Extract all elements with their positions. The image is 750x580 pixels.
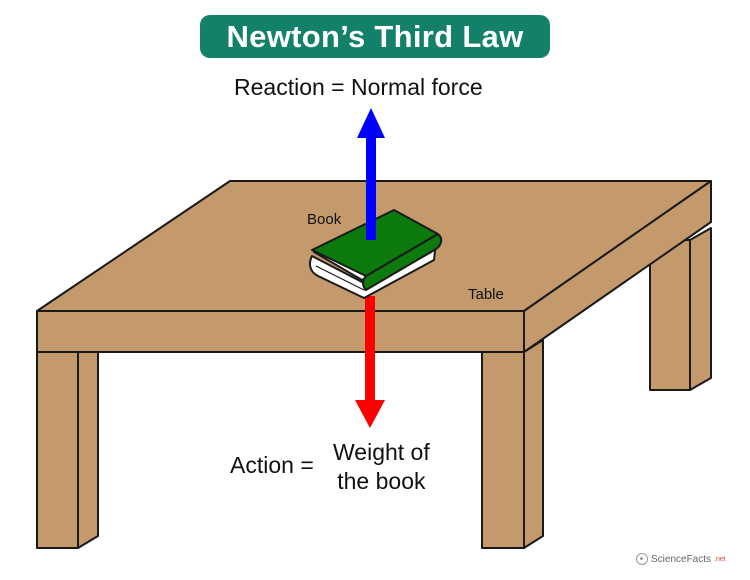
table-leg-front-right: [481, 339, 544, 549]
table-leg-front-left: [36, 351, 99, 549]
table-top-side-edge: [523, 180, 712, 353]
reaction-arrow: [357, 108, 385, 240]
brand-tld: .net: [714, 555, 726, 563]
brand-name: ScienceFacts: [651, 553, 712, 565]
table-leg-back-right: [649, 227, 712, 391]
atom-icon: [636, 553, 648, 565]
action-arrow: [355, 296, 385, 428]
title-badge: Newton’s Third Law: [200, 15, 550, 58]
diagram-title: Newton’s Third Law: [226, 18, 524, 54]
table-label: Table: [468, 286, 504, 303]
table-top-front-edge: [36, 310, 525, 353]
weight-label-line2: the book: [337, 468, 426, 494]
weight-label: Weight of the book: [333, 438, 430, 496]
book-label: Book: [307, 211, 342, 228]
book-icon: [309, 209, 443, 299]
reaction-label: Reaction = Normal force: [234, 74, 483, 100]
action-label: Action =: [230, 452, 314, 478]
weight-label-line1: Weight of: [333, 439, 430, 465]
brand-watermark: ScienceFacts.net: [636, 553, 726, 565]
